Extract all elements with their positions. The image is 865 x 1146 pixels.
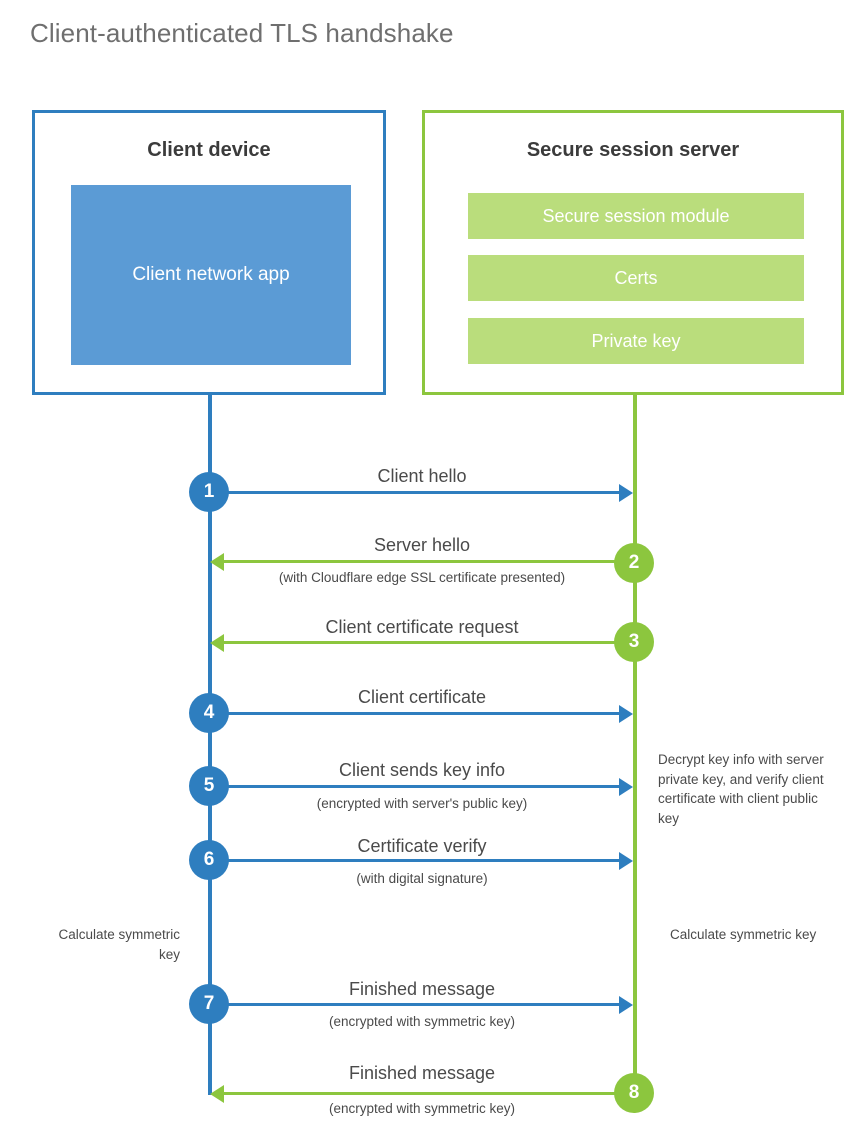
step-7-arrow-head-right-icon: [619, 995, 633, 1014]
step-8-arrow-head-left-icon: [210, 1084, 224, 1103]
step-1-arrow-line: [210, 491, 619, 494]
client-calculate-symmetric-key-note: Calculate symmetric key: [58, 927, 180, 962]
step-8-sub-label: (encrypted with symmetric key): [328, 1101, 516, 1116]
step-7-label: Finished message: [348, 979, 496, 999]
step-4-label: Client certificate: [357, 687, 487, 707]
page-title: Client-authenticated TLS handshake: [30, 18, 454, 48]
step-2-label: Server hello: [373, 535, 471, 555]
step-6-arrow-head-right-icon: [619, 851, 633, 870]
server-component-certs: Certs: [468, 255, 804, 301]
step-6-number-bubble: 6: [189, 840, 229, 880]
step-2-number-bubble: 2: [614, 543, 654, 583]
step-2-sub-label: (with Cloudflare edge SSL certificate pr…: [278, 570, 566, 585]
step-5-number-bubble: 5: [189, 766, 229, 806]
step-5-arrow-line: [210, 785, 619, 788]
step-6-label: Certificate verify: [357, 836, 487, 856]
step-8-label: Finished message: [348, 1063, 496, 1083]
step-1-arrow-head-right-icon: [619, 483, 633, 502]
server-calculate-symmetric-key-note: Calculate symmetric key: [670, 927, 817, 942]
step-3-arrow-line: [224, 641, 635, 644]
step-6-arrow-line: [210, 859, 619, 862]
step-7-number-bubble: 7: [189, 984, 229, 1024]
step-4-arrow-line: [210, 712, 619, 715]
server-lifeline: [633, 393, 637, 1095]
secure-session-server-box: Secure session server Secure session mod…: [422, 110, 844, 395]
step-4-arrow-head-right-icon: [619, 704, 633, 723]
step-4-number-bubble: 4: [189, 693, 229, 733]
step-7-sub-label: (encrypted with symmetric key): [328, 1014, 516, 1029]
step-5-arrow-head-right-icon: [619, 777, 633, 796]
server-component-secure-session-module: Secure session module: [468, 193, 804, 239]
step-2-arrow-head-left-icon: [210, 552, 224, 571]
client-device-box: Client device Client network app: [32, 110, 386, 395]
client-lifeline: [208, 393, 212, 1095]
step-3-number-bubble: 3: [614, 622, 654, 662]
step-1-label: Client hello: [377, 466, 467, 486]
step-3-label: Client certificate request: [325, 617, 519, 637]
secure-session-server-title: Secure session server: [526, 139, 740, 161]
step-8-number-bubble: 8: [614, 1073, 654, 1113]
step-5-sub-label: (encrypted with server's public key): [316, 796, 528, 811]
step-7-arrow-line: [210, 1003, 619, 1006]
client-network-app-block: Client network app: [71, 185, 351, 365]
step-3-arrow-head-left-icon: [210, 633, 224, 652]
step-2-arrow-line: [224, 560, 635, 563]
server-component-private-key: Private key: [468, 318, 804, 364]
client-device-title: Client device: [147, 139, 271, 161]
step-6-sub-label: (with digital signature): [356, 871, 488, 886]
server-decrypt-note: Decrypt key info with server private key…: [658, 752, 824, 826]
step-5-label: Client sends key info: [338, 760, 506, 780]
step-1-number-bubble: 1: [189, 472, 229, 512]
step-8-arrow-line: [224, 1092, 635, 1095]
